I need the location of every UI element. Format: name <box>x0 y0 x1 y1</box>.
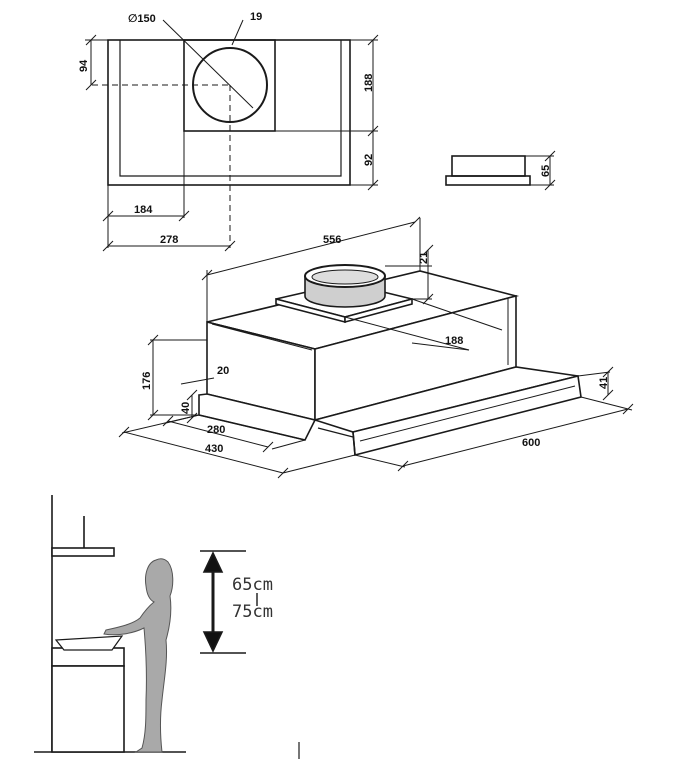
dim-280-label: 280 <box>207 424 225 436</box>
ext-line <box>580 396 633 411</box>
height-arrow-head-top <box>202 551 224 573</box>
dim-40-label: 40 <box>180 402 192 414</box>
dim-176-label: 176 <box>141 372 153 390</box>
dim-ticks <box>85 34 379 252</box>
side-view <box>445 150 556 191</box>
iso-duct-opening <box>311 269 379 285</box>
top-view <box>85 19 379 252</box>
dim-20-label: 20 <box>217 365 229 377</box>
worktop <box>51 647 125 667</box>
side-view-front-panel <box>445 175 531 186</box>
height-arrow-head-bottom <box>202 631 224 653</box>
side-view-body <box>451 155 526 177</box>
dim-41-label: 41 <box>598 377 610 389</box>
offset-leader <box>231 19 244 46</box>
iso-edge <box>352 431 356 456</box>
dim-278-label: 278 <box>160 234 178 246</box>
height-max-label: 75cm <box>232 602 273 622</box>
offset-19-label: 19 <box>250 11 262 23</box>
dim-ticks <box>544 150 556 191</box>
diameter-leader <box>162 19 254 109</box>
dim-line-188-iso <box>411 342 470 351</box>
height-min-label: 65cm <box>232 575 273 595</box>
ext-line <box>282 454 356 474</box>
iso-edge <box>359 385 576 442</box>
dim-65-label: 65 <box>540 165 552 177</box>
top-view-outer-body <box>107 39 351 186</box>
dim-line-188-iso <box>411 298 503 331</box>
iso-duct-plate-side <box>344 297 413 324</box>
iso-edge <box>317 427 354 438</box>
iso-edge <box>211 323 313 351</box>
dim-line-556 <box>206 221 416 276</box>
dim-21-label: 21 <box>418 252 430 264</box>
dim-line-20 <box>180 377 215 385</box>
dim-184-label: 184 <box>134 204 153 216</box>
iso-view <box>118 216 634 479</box>
dim-94-label: 94 <box>78 59 90 72</box>
diameter-label: ∅150 <box>128 13 156 25</box>
base-cabinet <box>51 665 125 753</box>
dim-600-label: 600 <box>522 437 540 449</box>
dim-92-label: 92 <box>363 154 375 166</box>
dim-line-280 <box>167 420 269 448</box>
dim-430-label: 430 <box>205 443 223 455</box>
iso-base-rail <box>198 393 317 441</box>
dim-line-430 <box>123 431 284 474</box>
dim-556-label: 556 <box>323 234 341 246</box>
dim-line-600 <box>402 408 629 467</box>
sink <box>54 635 124 651</box>
ext-line <box>577 371 611 377</box>
dim-ticks <box>118 216 634 479</box>
dim-line-188-iso <box>344 316 470 351</box>
dim-188-label: 188 <box>363 74 375 92</box>
ext-line <box>121 414 200 434</box>
install-diagram <box>34 495 300 759</box>
hood-silhouette <box>51 547 115 557</box>
iso-edge <box>198 414 306 441</box>
ext-line <box>271 439 306 450</box>
ext-line <box>354 454 406 468</box>
person-silhouette <box>103 558 174 753</box>
dim-188-iso-label: 188 <box>445 335 463 347</box>
